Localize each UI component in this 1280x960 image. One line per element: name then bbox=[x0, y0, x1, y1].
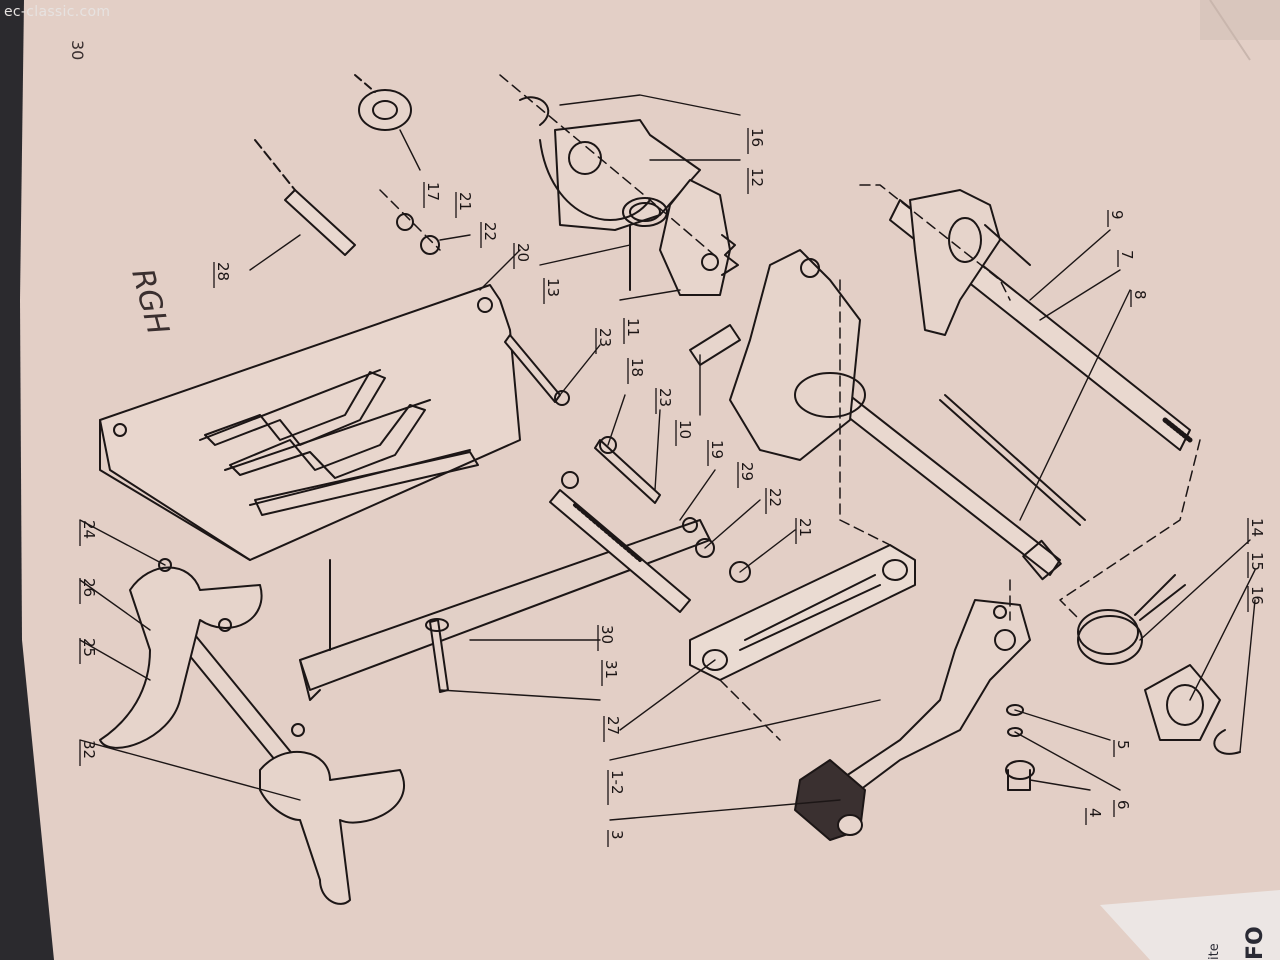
callout-number: 28 bbox=[214, 262, 232, 281]
callout-number: 7 bbox=[1118, 250, 1136, 260]
callout-26: 26 bbox=[79, 578, 98, 604]
callout-9: 9 bbox=[1107, 210, 1126, 227]
rod-8 bbox=[939, 394, 1086, 526]
callout-1-2: 1-2 bbox=[607, 770, 626, 805]
callout-number: 16 bbox=[1248, 586, 1266, 605]
callout-number: 27 bbox=[604, 716, 622, 735]
callout-number: 32 bbox=[80, 740, 98, 759]
callout-number: 17 bbox=[424, 182, 442, 201]
callout-number: 23 bbox=[656, 388, 674, 407]
callout-22: 22 bbox=[765, 488, 784, 514]
callout-number: 12 bbox=[748, 168, 766, 187]
callout-number: 8 bbox=[1131, 290, 1149, 300]
spring-13 bbox=[622, 197, 668, 291]
callout-number: 14 bbox=[1248, 518, 1266, 537]
callout-25: 25 bbox=[79, 638, 98, 664]
callout-28: 28 bbox=[213, 262, 232, 288]
callout-number: 30 bbox=[598, 625, 616, 644]
leader-lines bbox=[79, 94, 1256, 821]
watermark: ec-classic.com bbox=[4, 4, 111, 20]
callout-12: 12 bbox=[747, 168, 766, 194]
callout-number: 26 bbox=[80, 578, 98, 597]
callout-number: 25 bbox=[80, 638, 98, 657]
next-page-subtext: ite bbox=[1207, 943, 1222, 960]
centerlines bbox=[379, 74, 1201, 741]
callout-5: 5 bbox=[1113, 740, 1132, 757]
collar-15 bbox=[1144, 664, 1221, 741]
callout-7: 7 bbox=[1117, 250, 1136, 267]
nut-21-22 bbox=[396, 213, 751, 583]
clip-16 bbox=[519, 96, 1241, 755]
callout-30: 30 bbox=[597, 625, 616, 651]
callout-27: 27 bbox=[603, 716, 622, 742]
callout-number: 19 bbox=[708, 440, 726, 459]
cam-10 bbox=[689, 324, 741, 366]
callout-20: 20 bbox=[513, 243, 532, 269]
callout-number: 3 bbox=[608, 830, 626, 840]
callout-16: 16 bbox=[747, 128, 766, 154]
callout-19: 19 bbox=[707, 440, 726, 466]
fork-shaft-and-forks bbox=[99, 558, 405, 905]
lever-assembly bbox=[729, 249, 866, 461]
callout-21: 21 bbox=[455, 192, 474, 218]
callout-number: 15 bbox=[1248, 552, 1266, 571]
callout-number: 22 bbox=[481, 222, 499, 241]
callout-14: 14 bbox=[1247, 518, 1266, 544]
bolts-23-18 bbox=[504, 334, 661, 504]
callout-18: 18 bbox=[627, 358, 646, 384]
callout-number: 11 bbox=[624, 318, 642, 337]
callout-number: 1-2 bbox=[608, 770, 626, 795]
callout-8: 8 bbox=[1130, 290, 1149, 307]
callout-number: 9 bbox=[1108, 210, 1126, 220]
callout-32: 32 bbox=[79, 740, 98, 766]
callout-labels: 1721222028161213112318231019292221978141… bbox=[79, 128, 1266, 847]
threaded-rod-30 bbox=[549, 489, 691, 613]
callout-17: 17 bbox=[423, 182, 442, 208]
callout-4: 4 bbox=[1085, 808, 1104, 825]
callout-15: 15 bbox=[1247, 552, 1266, 578]
callout-number: 16 bbox=[748, 128, 766, 147]
next-page-heading: FO bbox=[1243, 926, 1268, 960]
callout-number: 31 bbox=[602, 660, 620, 679]
callout-24: 24 bbox=[79, 520, 98, 546]
callout-3: 3 bbox=[607, 830, 626, 847]
page-number: 30 bbox=[68, 40, 87, 60]
selector-plate bbox=[99, 284, 579, 561]
callout-number: 18 bbox=[628, 358, 646, 377]
next-page-sheet bbox=[1100, 890, 1280, 960]
callout-29: 29 bbox=[737, 462, 756, 488]
callout-number: 4 bbox=[1086, 808, 1104, 818]
callout-number: 23 bbox=[596, 328, 614, 347]
callout-13: 13 bbox=[543, 278, 562, 304]
callout-number: 22 bbox=[766, 488, 784, 507]
spring-14 bbox=[1077, 574, 1186, 665]
callout-22: 22 bbox=[480, 222, 499, 248]
screw-31 bbox=[425, 618, 449, 693]
pedal-rubber-3 bbox=[794, 759, 866, 841]
callout-10: 10 bbox=[675, 420, 694, 446]
callout-21: 21 bbox=[795, 518, 814, 544]
callout-31: 31 bbox=[601, 660, 620, 686]
callout-number: 20 bbox=[514, 243, 532, 262]
callout-number: 10 bbox=[676, 420, 694, 439]
callout-6: 6 bbox=[1113, 800, 1132, 817]
callout-23: 23 bbox=[595, 328, 614, 354]
shaft-28 bbox=[254, 139, 356, 256]
callout-number: 13 bbox=[544, 278, 562, 297]
bracket-12 bbox=[539, 119, 701, 231]
sector-gear-11 bbox=[659, 179, 739, 296]
callout-number: 29 bbox=[738, 462, 756, 481]
callout-number: 21 bbox=[456, 192, 474, 211]
callout-number: 21 bbox=[796, 518, 814, 537]
callout-11: 11 bbox=[623, 318, 642, 344]
callout-number: 6 bbox=[1114, 800, 1132, 810]
callout-number: 5 bbox=[1114, 740, 1132, 750]
pedal-arm-1-2 bbox=[839, 599, 1031, 791]
callout-16: 16 bbox=[1247, 586, 1266, 612]
callout-23: 23 bbox=[655, 388, 674, 414]
callout-number: 24 bbox=[80, 520, 98, 539]
washer-17 bbox=[354, 74, 412, 131]
